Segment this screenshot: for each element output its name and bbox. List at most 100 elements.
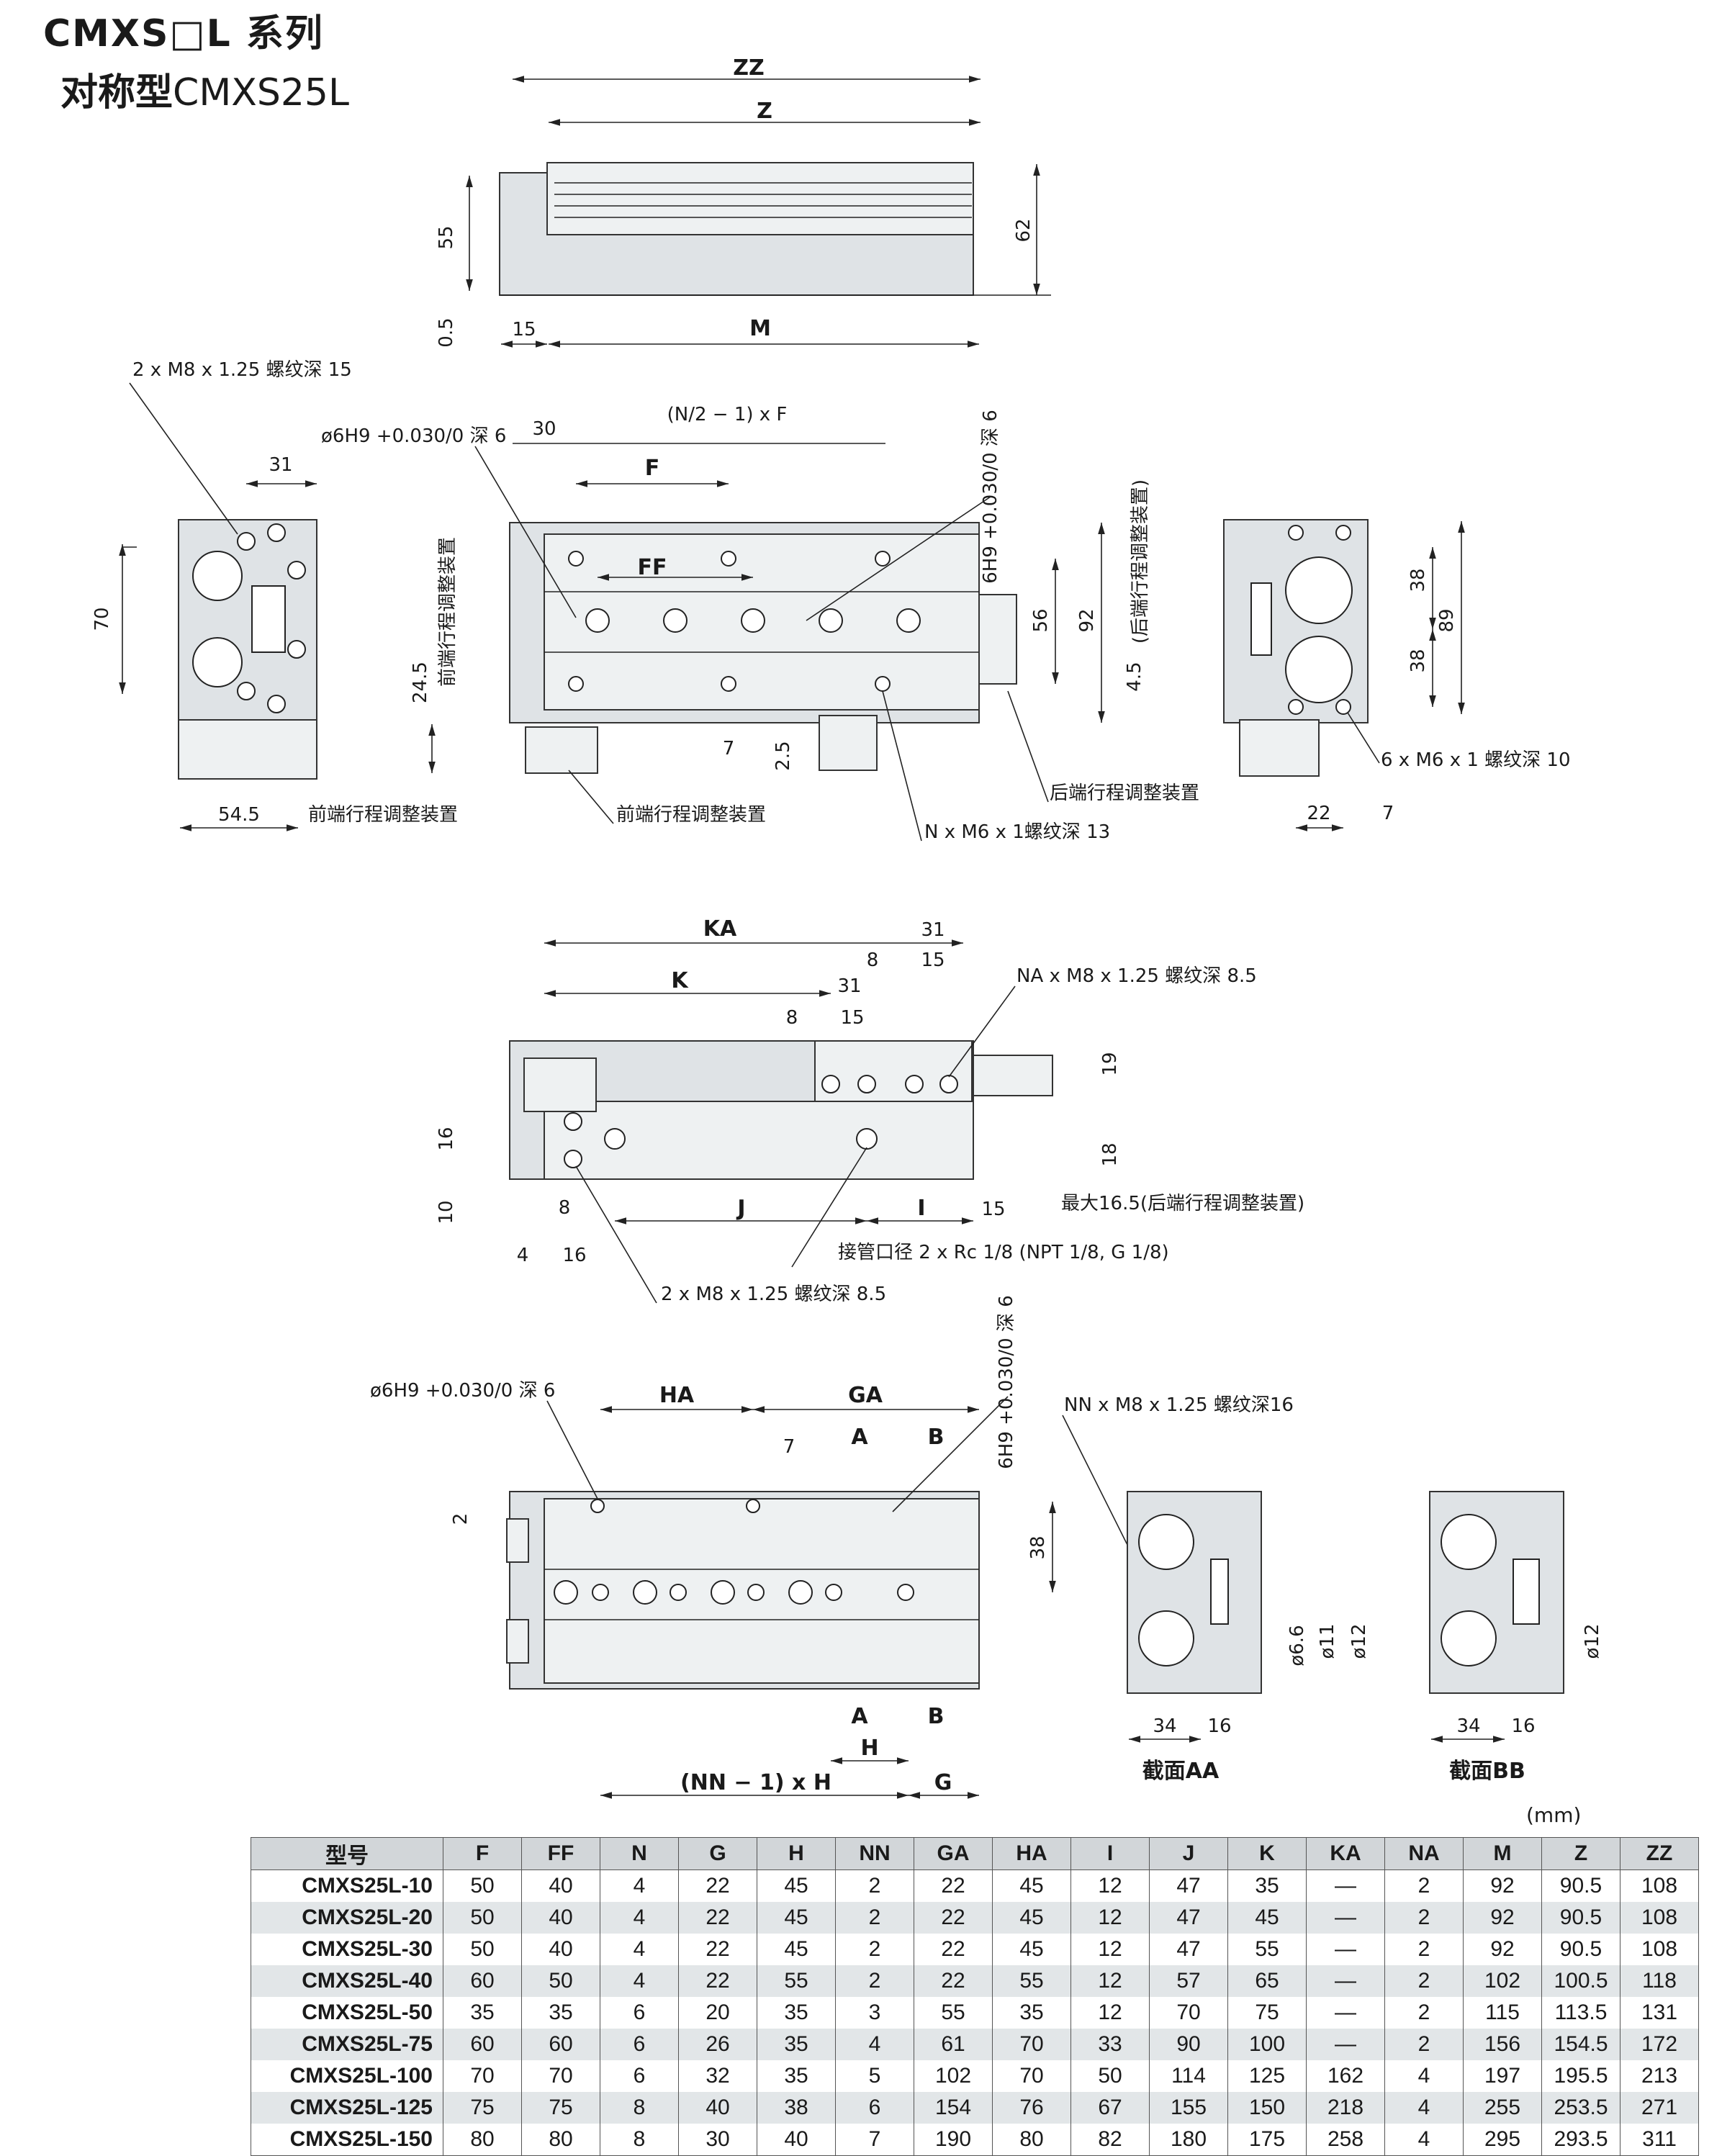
table-cell: —	[1306, 1934, 1385, 1965]
dim-phi11: ø11	[1317, 1624, 1338, 1659]
table-cell: 195.5	[1541, 2060, 1620, 2092]
table-cell: 55	[992, 1965, 1071, 1997]
top-view: ZZ Z 55 62 0.5 15 M	[436, 55, 1051, 348]
dim-ha: HA	[659, 1383, 695, 1408]
end-view-lower	[178, 719, 317, 780]
table-cell: 22	[914, 1902, 993, 1934]
dim-38-lower: 38	[1027, 1535, 1049, 1559]
table-cell: 32	[678, 2060, 757, 2092]
table-cell: 271	[1620, 2092, 1699, 2124]
dim-16-v: 16	[436, 1127, 457, 1150]
table-cell: 218	[1306, 2092, 1385, 2124]
table-cell: 197	[1463, 2060, 1542, 2092]
table-cell: 8	[600, 2092, 679, 2124]
unit-label: (mm)	[1526, 1803, 1582, 1827]
table-cell: 35	[757, 2029, 836, 2060]
dim-70: 70	[91, 607, 113, 631]
port-label: 接管口径 2 x Rc 1/8 (NPT 1/8, G 1/8)	[838, 1242, 1169, 1263]
table-cell: 2	[1384, 1997, 1464, 2029]
table-cell: 4	[1384, 2092, 1464, 2124]
dim-38-a: 38	[1407, 568, 1429, 592]
table-cell: 50	[443, 1934, 522, 1965]
table-cell: 61	[914, 2029, 993, 2060]
table-cell: 40	[678, 2092, 757, 2124]
table-cell: 2	[835, 1965, 914, 1997]
table-cell: 35	[1227, 1869, 1307, 1902]
dim-ka: KA	[703, 916, 737, 942]
dim-15-top: 15	[512, 319, 536, 340]
dim-34-bb: 34	[1456, 1715, 1480, 1737]
dim-24.5: 24.5	[410, 662, 431, 703]
dim-2.5: 2.5	[772, 741, 794, 770]
table-cell: 47	[1149, 1902, 1228, 1934]
table-cell: 50	[443, 1902, 522, 1934]
table-cell: 22	[678, 1965, 757, 1997]
table-cell: 12	[1070, 1965, 1150, 1997]
model-cell: CMXS25L-20	[251, 1902, 443, 1934]
table-header-cell: GA	[914, 1837, 993, 1870]
table-header-cell: KA	[1306, 1837, 1385, 1870]
model-cell: CMXS25L-40	[251, 1965, 443, 1997]
model-cell: CMXS25L-100	[251, 2060, 443, 2092]
table-cell: 60	[521, 2029, 600, 2060]
table-cell: 60	[443, 2029, 522, 2060]
table-cell: 3	[835, 1997, 914, 2029]
table-cell: 311	[1620, 2124, 1699, 2156]
section-bb-label: 截面BB	[1449, 1759, 1525, 1784]
table-cell: 75	[443, 2092, 522, 2124]
dim-phi12-bb: ø12	[1582, 1624, 1603, 1659]
dim-31-ka: 31	[921, 919, 945, 941]
table-cell: 2	[1384, 1934, 1464, 1965]
tap-6xm6-label: 6 x M6 x 1 螺纹深 10	[1381, 749, 1571, 771]
table-cell: 40	[521, 1902, 600, 1934]
table-cell: 2	[835, 1869, 914, 1902]
table-cell: 2	[1384, 1965, 1464, 1997]
model-cell: CMXS25L-150	[251, 2124, 443, 2156]
model-cell: CMXS25L-30	[251, 1934, 443, 1965]
table-cell: 2	[1384, 1869, 1464, 1902]
table-cell: 90.5	[1541, 1934, 1620, 1965]
table-cell: 35	[757, 2060, 836, 2092]
table-header-cell: N	[600, 1837, 679, 1870]
table-cell: 6	[600, 2060, 679, 2092]
table-cell: 55	[914, 1997, 993, 2029]
table-cell: 4	[835, 2029, 914, 2060]
dim-62: 62	[1013, 218, 1034, 242]
table-cell: 295	[1463, 2124, 1542, 2156]
dim-30: 30	[532, 418, 556, 440]
dim-nn-h: (NN − 1) x H	[680, 1770, 831, 1795]
table-header-cell: G	[678, 1837, 757, 1870]
table-header-cell: 型号	[251, 1837, 443, 1870]
table-cell: 7	[835, 2124, 914, 2156]
table-cell: 80	[443, 2124, 522, 2156]
table-cell: 114	[1149, 2060, 1228, 2092]
dim-8-b: 8	[786, 1007, 798, 1029]
table-cell: 100.5	[1541, 1965, 1620, 1997]
nn-tap-label: NN x M8 x 1.25 螺纹深16	[1064, 1394, 1294, 1416]
dim-16-bb: 16	[1511, 1715, 1535, 1737]
dim-4.5: 4.5	[1124, 662, 1145, 691]
model-cell: CMXS25L-50	[251, 1997, 443, 2029]
table-cell: 175	[1227, 2124, 1307, 2156]
dim-18: 18	[1099, 1142, 1121, 1166]
dim-15-a: 15	[921, 950, 945, 971]
front-adjuster-label-center: 前端行程调整装置	[616, 804, 766, 826]
table-header-cell: H	[757, 1837, 836, 1870]
table-cell: 4	[600, 1902, 679, 1934]
section-b-top: B	[928, 1425, 945, 1450]
dim-38-b: 38	[1407, 649, 1429, 672]
model-subtitle: 对称型CMXS25L	[60, 62, 349, 116]
table-cell: 180	[1149, 2124, 1228, 2156]
table-cell: 253.5	[1541, 2092, 1620, 2124]
dim-56: 56	[1030, 608, 1052, 632]
table-cell: 80	[992, 2124, 1071, 2156]
bottom-view: KA 31 8 15 K 31 8 15 NA x M8 x 1.25 螺纹深 …	[436, 916, 1304, 1305]
dim-54.5: 54.5	[218, 804, 260, 826]
table-cell: 150	[1227, 2092, 1307, 2124]
dim-zz: ZZ	[733, 55, 765, 81]
table-cell: 60	[443, 1965, 522, 1997]
table-cell: 155	[1149, 2092, 1228, 2124]
